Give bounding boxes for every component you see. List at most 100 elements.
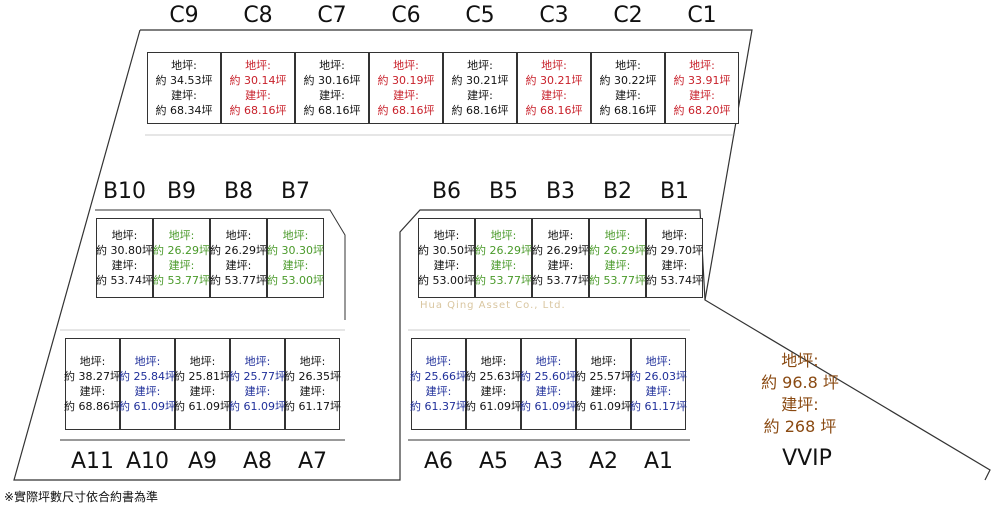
land-value: 約 30.21坪 — [525, 74, 583, 87]
land-value: 約 25.77坪 — [229, 370, 286, 383]
lot-c9[interactable]: 地坪:約 34.53坪建坪:約 68.34坪 — [147, 52, 221, 124]
land-value: 約 25.57坪 — [575, 370, 632, 383]
lot-a2[interactable]: 地坪:約 25.57坪建坪:約 61.09坪 — [575, 338, 632, 430]
lot-b8[interactable]: 地坪:約 26.29坪建坪:約 53.77坪 — [210, 218, 267, 298]
lot-b10[interactable]: 地坪:約 30.80坪建坪:約 53.74坪 — [96, 218, 153, 298]
lot-id-label: B9 — [166, 179, 197, 204]
build-value: 約 61.09坪 — [575, 400, 632, 413]
lot-a6[interactable]: 地坪: 約 25.66坪建坪: 約 61.37坪 — [410, 338, 467, 430]
land-value: 約 25.66坪 — [410, 370, 467, 383]
lot-b9[interactable]: 地坪:約 26.29坪建坪:約 53.77坪 — [153, 218, 210, 298]
land-value: 約 38.27坪 — [64, 370, 121, 383]
land-label: 地坪: — [189, 355, 216, 368]
lot-c2[interactable]: 地坪:約 30.22坪建坪:約 68.16坪 — [591, 52, 665, 124]
land-value: 約 26.29坪 — [210, 244, 267, 257]
lot-id-label: C6 — [391, 3, 421, 28]
build-value: 約 61.09坪 — [119, 400, 176, 413]
lot-c7[interactable]: 地坪:約 30.16坪建坪:約 68.16坪 — [295, 52, 369, 124]
build-label: 建坪: — [645, 385, 672, 398]
build-label: 建坪: — [171, 89, 197, 102]
lot-b6[interactable]: 地坪:約 30.50坪建坪:約 53.00坪 — [418, 218, 475, 298]
lot-a7[interactable]: 地坪:約 26.35坪建坪:約 61.17坪 — [284, 338, 341, 430]
build-label: 建坪: — [168, 259, 195, 272]
lot-b7[interactable]: 地坪:約 30.30坪建坪:約 53.00坪 — [267, 218, 324, 298]
lot-id-label: C7 — [317, 3, 347, 28]
build-value: 約 68.16坪 — [599, 104, 657, 117]
lot-id-label: A11 — [70, 449, 115, 474]
lot-a11[interactable]: 地坪:約 38.27坪建坪:約 68.86坪 — [64, 338, 121, 430]
build-label: 建坪: — [111, 259, 138, 272]
lot-id-label: A3 — [533, 449, 564, 474]
land-value: 約 26.03坪 — [630, 370, 687, 383]
lot-c1[interactable]: 地坪:約 33.91坪建坪:約 68.20坪 — [665, 52, 739, 124]
land-value: 約 30.16坪 — [303, 74, 361, 87]
lot-id-label: B6 — [431, 179, 462, 204]
lot-id-label: A8 — [242, 449, 273, 474]
lot-a3[interactable]: 地坪:約 25.60坪建坪:約 61.09坪 — [520, 338, 577, 430]
lot-a10[interactable]: 地坪:約 25.84坪建坪:約 61.09坪 — [119, 338, 176, 430]
build-value: 約 53.77坪 — [210, 274, 267, 287]
build-value: 約 61.09坪 — [465, 400, 522, 413]
lot-c5[interactable]: 地坪:約 30.21坪建坪:約 68.16坪 — [443, 52, 517, 124]
lot-c6[interactable]: 地坪:約 30.19坪建坪:約 68.16坪 — [369, 52, 443, 124]
land-value: 約 25.63坪 — [465, 370, 522, 383]
lot-c8[interactable]: 地坪:約 30.14坪建坪:約 68.16坪 — [221, 52, 295, 124]
land-label: 地坪: — [490, 229, 517, 242]
build-value: 約 61.09坪 — [174, 400, 231, 413]
lot-id-label: B2 — [602, 179, 633, 204]
build-label: 建坪: — [425, 385, 452, 398]
land-value: 約 30.19坪 — [377, 74, 435, 87]
lot-id-label: B8 — [223, 179, 254, 204]
build-label: 建坪: — [245, 89, 271, 102]
land-value: 約 29.70坪 — [646, 244, 703, 257]
lot-id-label: A7 — [297, 449, 328, 474]
build-label: 建坪: — [689, 89, 715, 102]
lot-id-label: B10 — [102, 179, 147, 204]
build-value: 約 68.20坪 — [673, 104, 731, 117]
land-label: 地坪: — [134, 355, 161, 368]
build-label: 建坪: — [541, 89, 567, 102]
land-label: 地坪: — [604, 229, 631, 242]
land-label: 地坪: — [244, 355, 271, 368]
build-value: 約 61.37坪 — [410, 400, 467, 413]
lot-id-label: B3 — [545, 179, 576, 204]
land-label: 地坪: — [425, 355, 452, 368]
land-value: 約 26.29坪 — [475, 244, 532, 257]
build-value: 約 53.77坪 — [589, 274, 646, 287]
lot-c3[interactable]: 地坪:約 30.21坪建坪:約 68.16坪 — [517, 52, 591, 124]
land-label: 地坪: — [433, 229, 460, 242]
land-label: 地坪: — [590, 355, 617, 368]
lot-a8[interactable]: 地坪: 約 25.77坪建坪: 約 61.09坪 — [229, 338, 286, 430]
land-label: 地坪: — [79, 355, 106, 368]
vvip-lot-id: VVIP — [782, 446, 832, 471]
build-label: 建坪: — [79, 385, 106, 398]
lot-b2[interactable]: 地坪:約 26.29坪建坪:約 53.77坪 — [589, 218, 646, 298]
lot-b3[interactable]: 地坪:約 26.29坪建坪:約 53.77坪 — [532, 218, 589, 298]
land-value: 約 26.35坪 — [284, 370, 341, 383]
land-label: 地坪: — [689, 59, 715, 72]
lot-a1[interactable]: 地坪:約 26.03坪建坪:約 61.17坪 — [630, 338, 687, 430]
land-value: 約 30.22坪 — [599, 74, 657, 87]
land-label: 地坪: — [282, 229, 309, 242]
vvip-land-value: 約 96.8 坪 — [761, 373, 839, 392]
lot-a5[interactable]: 地坪:約 25.63坪建坪:約 61.09坪 — [465, 338, 522, 430]
land-value: 約 30.80坪 — [96, 244, 153, 257]
lot-id-label: C3 — [539, 3, 569, 28]
build-value: 約 68.16坪 — [229, 104, 287, 117]
lot-id-label: C5 — [465, 3, 495, 28]
lot-id-label: B1 — [659, 179, 690, 204]
vvip-area[interactable]: 地坪: 約 96.8 坪 建坪: 約 268 坪 — [740, 350, 860, 438]
lot-id-label: C9 — [169, 3, 199, 28]
build-label: 建坪: — [467, 89, 493, 102]
land-label: 地坪: — [541, 59, 567, 72]
land-label: 地坪: — [467, 59, 493, 72]
lot-a9[interactable]: 地坪:約 25.81坪建坪:約 61.09坪 — [174, 338, 231, 430]
build-value: 約 61.09坪 — [229, 400, 286, 413]
lot-b1[interactable]: 地坪:約 29.70坪建坪:約 53.74坪 — [646, 218, 703, 298]
build-label: 建坪: — [244, 385, 271, 398]
build-value: 約 61.17坪 — [630, 400, 687, 413]
build-label: 建坪: — [282, 259, 309, 272]
land-label: 地坪: — [319, 59, 345, 72]
lot-b5[interactable]: 地坪:約 26.29坪建坪:約 53.77坪 — [475, 218, 532, 298]
vvip-build-label: 建坪: — [781, 395, 819, 414]
